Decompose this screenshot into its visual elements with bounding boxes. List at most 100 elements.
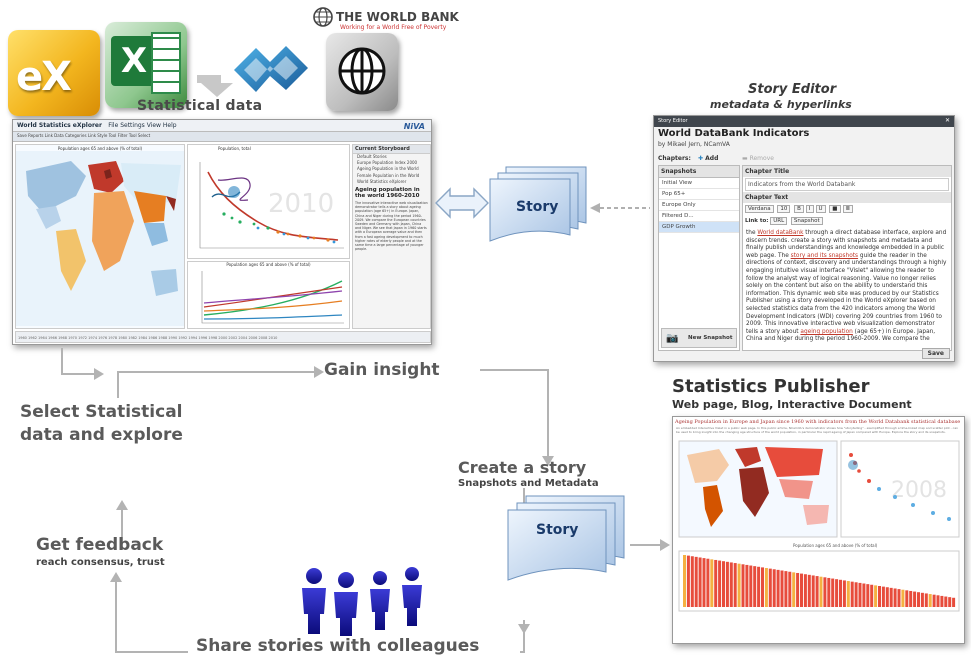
excel-logo-text: X bbox=[111, 36, 157, 86]
time-slider[interactable]: 1960 1962 1964 1966 1968 1970 1972 1974 … bbox=[15, 331, 431, 343]
story-editor-subheading: metadata & hyperlinks bbox=[710, 98, 852, 111]
storyboard-item[interactable]: World Statistics eXplorer bbox=[357, 178, 407, 184]
publisher-bar bbox=[722, 560, 725, 607]
choropleth-map: Population ages 65 and above (% of total… bbox=[15, 144, 185, 329]
publisher-bar bbox=[885, 586, 889, 607]
scatter-graphic: 2010 bbox=[199, 162, 344, 249]
colleagues-icon bbox=[302, 567, 422, 636]
body-text-3: guide the reader in the directions of co… bbox=[746, 252, 947, 335]
close-icon[interactable]: ✕ bbox=[944, 117, 950, 124]
publisher-bar bbox=[690, 555, 694, 607]
publisher-bar-chart bbox=[683, 554, 956, 607]
camera-icon: 📷 bbox=[666, 333, 679, 344]
story-text: The innovative interactive web visualiza… bbox=[355, 201, 428, 252]
publisher-bar bbox=[706, 558, 710, 607]
hyperlink-world-databank[interactable]: World dataBank bbox=[757, 230, 804, 236]
story-document-stack bbox=[489, 166, 587, 242]
publisher-screenshot: Ageing Population in Europe and Japan si… bbox=[672, 416, 965, 644]
snapshots-header: Snapshots bbox=[659, 166, 739, 178]
color-icon[interactable]: ■ bbox=[829, 205, 841, 213]
chapter-text-label: Chapter Text bbox=[743, 192, 951, 203]
chapter-title-input[interactable]: Indicators from the World Databank bbox=[745, 178, 949, 191]
hyperlink-story-snapshots[interactable]: story and its snapshots bbox=[790, 252, 859, 259]
publisher-bar bbox=[686, 555, 690, 607]
publisher-bar bbox=[850, 581, 854, 607]
font-select[interactable]: Verdana bbox=[745, 205, 774, 213]
body-text-1: the bbox=[746, 230, 758, 236]
publisher-bar bbox=[796, 572, 800, 607]
publisher-bar bbox=[784, 570, 788, 607]
ex-logo-text: eX bbox=[16, 54, 72, 100]
underline-icon[interactable]: U bbox=[815, 205, 826, 213]
publisher-bar bbox=[753, 565, 757, 607]
publisher-bar bbox=[710, 558, 714, 607]
publisher-bar bbox=[749, 565, 753, 607]
storyboard-head: Current Storyboard bbox=[353, 145, 430, 154]
publisher-bar bbox=[928, 593, 932, 607]
save-button[interactable]: Save bbox=[921, 348, 950, 359]
list-icon[interactable]: ≣ bbox=[842, 205, 854, 213]
snapshot-item[interactable]: Initial View bbox=[659, 178, 739, 189]
publisher-bar bbox=[835, 578, 839, 607]
publisher-bar bbox=[714, 559, 718, 607]
publisher-bar bbox=[881, 586, 885, 607]
snapshots-metadata-label: Snapshots and Metadata bbox=[458, 478, 599, 489]
story-title: Ageing population in the world 1960-2010 bbox=[355, 187, 420, 200]
snapshot-link-button[interactable]: Snapshot bbox=[790, 217, 823, 225]
publisher-bar bbox=[776, 569, 780, 607]
publisher-bar bbox=[924, 593, 928, 607]
publisher-bar bbox=[901, 589, 905, 607]
share-stories-label: Share stories with colleagues bbox=[196, 636, 480, 656]
publisher-bar bbox=[870, 584, 874, 607]
snapshot-item[interactable]: Europe Only bbox=[659, 200, 739, 211]
bold-icon[interactable]: B bbox=[794, 205, 804, 213]
publisher-bar bbox=[842, 580, 846, 607]
publisher-bar bbox=[823, 576, 827, 607]
remove-chapter-button[interactable]: ▬ Remove bbox=[742, 155, 774, 162]
story-name: World DataBank Indicators bbox=[658, 128, 810, 139]
select-explore-line2: data and explore bbox=[20, 425, 183, 445]
chapter-text-area[interactable]: the World dataBank through a direct data… bbox=[743, 227, 951, 347]
storyboard-item[interactable]: Female Population in the World bbox=[357, 172, 420, 178]
snapshot-item[interactable]: GDP Growth bbox=[659, 222, 739, 233]
publisher-bar bbox=[741, 563, 745, 607]
world-bank-title: THE WORLD BANK bbox=[336, 10, 459, 24]
down-arrow-icon bbox=[197, 75, 233, 97]
explorer-title-text: World Statistics eXplorer bbox=[17, 122, 102, 129]
explorer-title: World Statistics eXplorer File Settings … bbox=[13, 120, 431, 132]
publisher-page-title: Ageing Population in Europe and Japan si… bbox=[675, 419, 961, 425]
publisher-bar bbox=[920, 592, 924, 607]
get-feedback-label: Get feedback bbox=[36, 535, 164, 555]
hyperlink-ageing-population[interactable]: ageing population bbox=[800, 328, 853, 335]
publisher-bar bbox=[780, 570, 784, 607]
story-document-stack-2 bbox=[507, 495, 625, 581]
explorer-screenshot: World Statistics eXplorer File Settings … bbox=[12, 119, 432, 345]
storyboard-item[interactable]: Ageing Population in the World bbox=[357, 166, 419, 172]
url-button[interactable]: URL bbox=[770, 217, 788, 225]
storyboard-item[interactable]: Default Stories bbox=[357, 154, 387, 159]
italic-icon[interactable]: I bbox=[805, 205, 814, 213]
excel-grid-icon bbox=[151, 32, 181, 94]
publisher-subheading: Web page, Blog, Interactive Document bbox=[672, 398, 912, 411]
story-doc-label: Story bbox=[536, 522, 579, 538]
publisher-year-watermark: 2008 bbox=[891, 478, 947, 503]
link-toolbar: Link to: URL Snapshot bbox=[743, 215, 951, 227]
publisher-bar bbox=[897, 588, 901, 607]
publisher-bar bbox=[807, 574, 811, 607]
font-size-select[interactable]: 10 bbox=[777, 205, 791, 213]
world-bank-globe-icon bbox=[313, 7, 333, 27]
publisher-bar bbox=[788, 571, 792, 607]
publisher-bar bbox=[698, 557, 702, 607]
storyboard-item[interactable]: Europe Population Index 2000 bbox=[357, 160, 418, 166]
new-snapshot-button[interactable]: 📷 New Snapshot bbox=[661, 328, 737, 348]
reach-consensus-label: reach consensus, trust bbox=[36, 557, 165, 568]
publisher-bar bbox=[792, 571, 796, 607]
publisher-bar bbox=[913, 591, 917, 607]
add-chapter-button[interactable]: ✚ Add bbox=[698, 155, 718, 162]
story-author: by Mikael Jern, NCamVA bbox=[658, 141, 730, 148]
line-chart-title: Population ages 65 and above (% of total… bbox=[226, 262, 311, 267]
snapshot-item[interactable]: Filtered D... bbox=[659, 211, 739, 222]
publisher-bar bbox=[702, 557, 706, 607]
publisher-intro: An embedded Interactive Vislet in a publ… bbox=[676, 426, 959, 434]
snapshot-item[interactable]: Pop 65+ bbox=[659, 189, 739, 200]
